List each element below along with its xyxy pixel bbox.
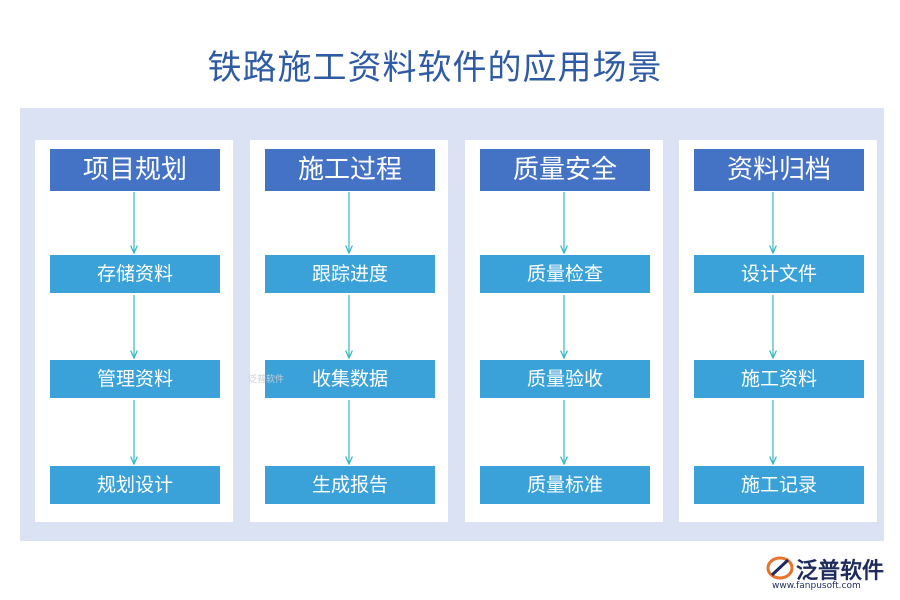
step-box: 设计文件: [694, 255, 864, 293]
step-box: 规划设计: [50, 466, 220, 504]
column-header: 质量安全: [480, 149, 650, 191]
page-title: 铁路施工资料软件的应用场景: [207, 48, 663, 88]
step-box: 质量验收: [480, 360, 650, 398]
logo-icon: [766, 556, 794, 580]
column-header: 项目规划: [50, 149, 220, 191]
column-header: 资料归档: [694, 149, 864, 191]
watermark: 泛普软件: [248, 375, 285, 385]
logo-name: 泛普软件: [796, 559, 885, 584]
step-box: 收集数据: [265, 360, 435, 398]
step-box: 管理资料: [50, 360, 220, 398]
step-box: 存储资料: [50, 255, 220, 293]
brand-logo: 泛普软件 www.fanpusoft.com: [766, 553, 891, 593]
step-box: 生成报告: [265, 466, 435, 504]
column-project-planning: 项目规划 存储资料 管理资料 规划设计: [35, 140, 233, 522]
step-box: 跟踪进度: [265, 255, 435, 293]
column-data-archiving: 资料归档 设计文件 施工资料 施工记录: [679, 140, 877, 522]
step-box: 施工资料: [694, 360, 864, 398]
step-box: 质量检查: [480, 255, 650, 293]
step-box: 质量标准: [480, 466, 650, 504]
column-header: 施工过程: [265, 149, 435, 191]
logo-url: www.fanpusoft.com: [772, 581, 861, 591]
step-box: 施工记录: [694, 466, 864, 504]
